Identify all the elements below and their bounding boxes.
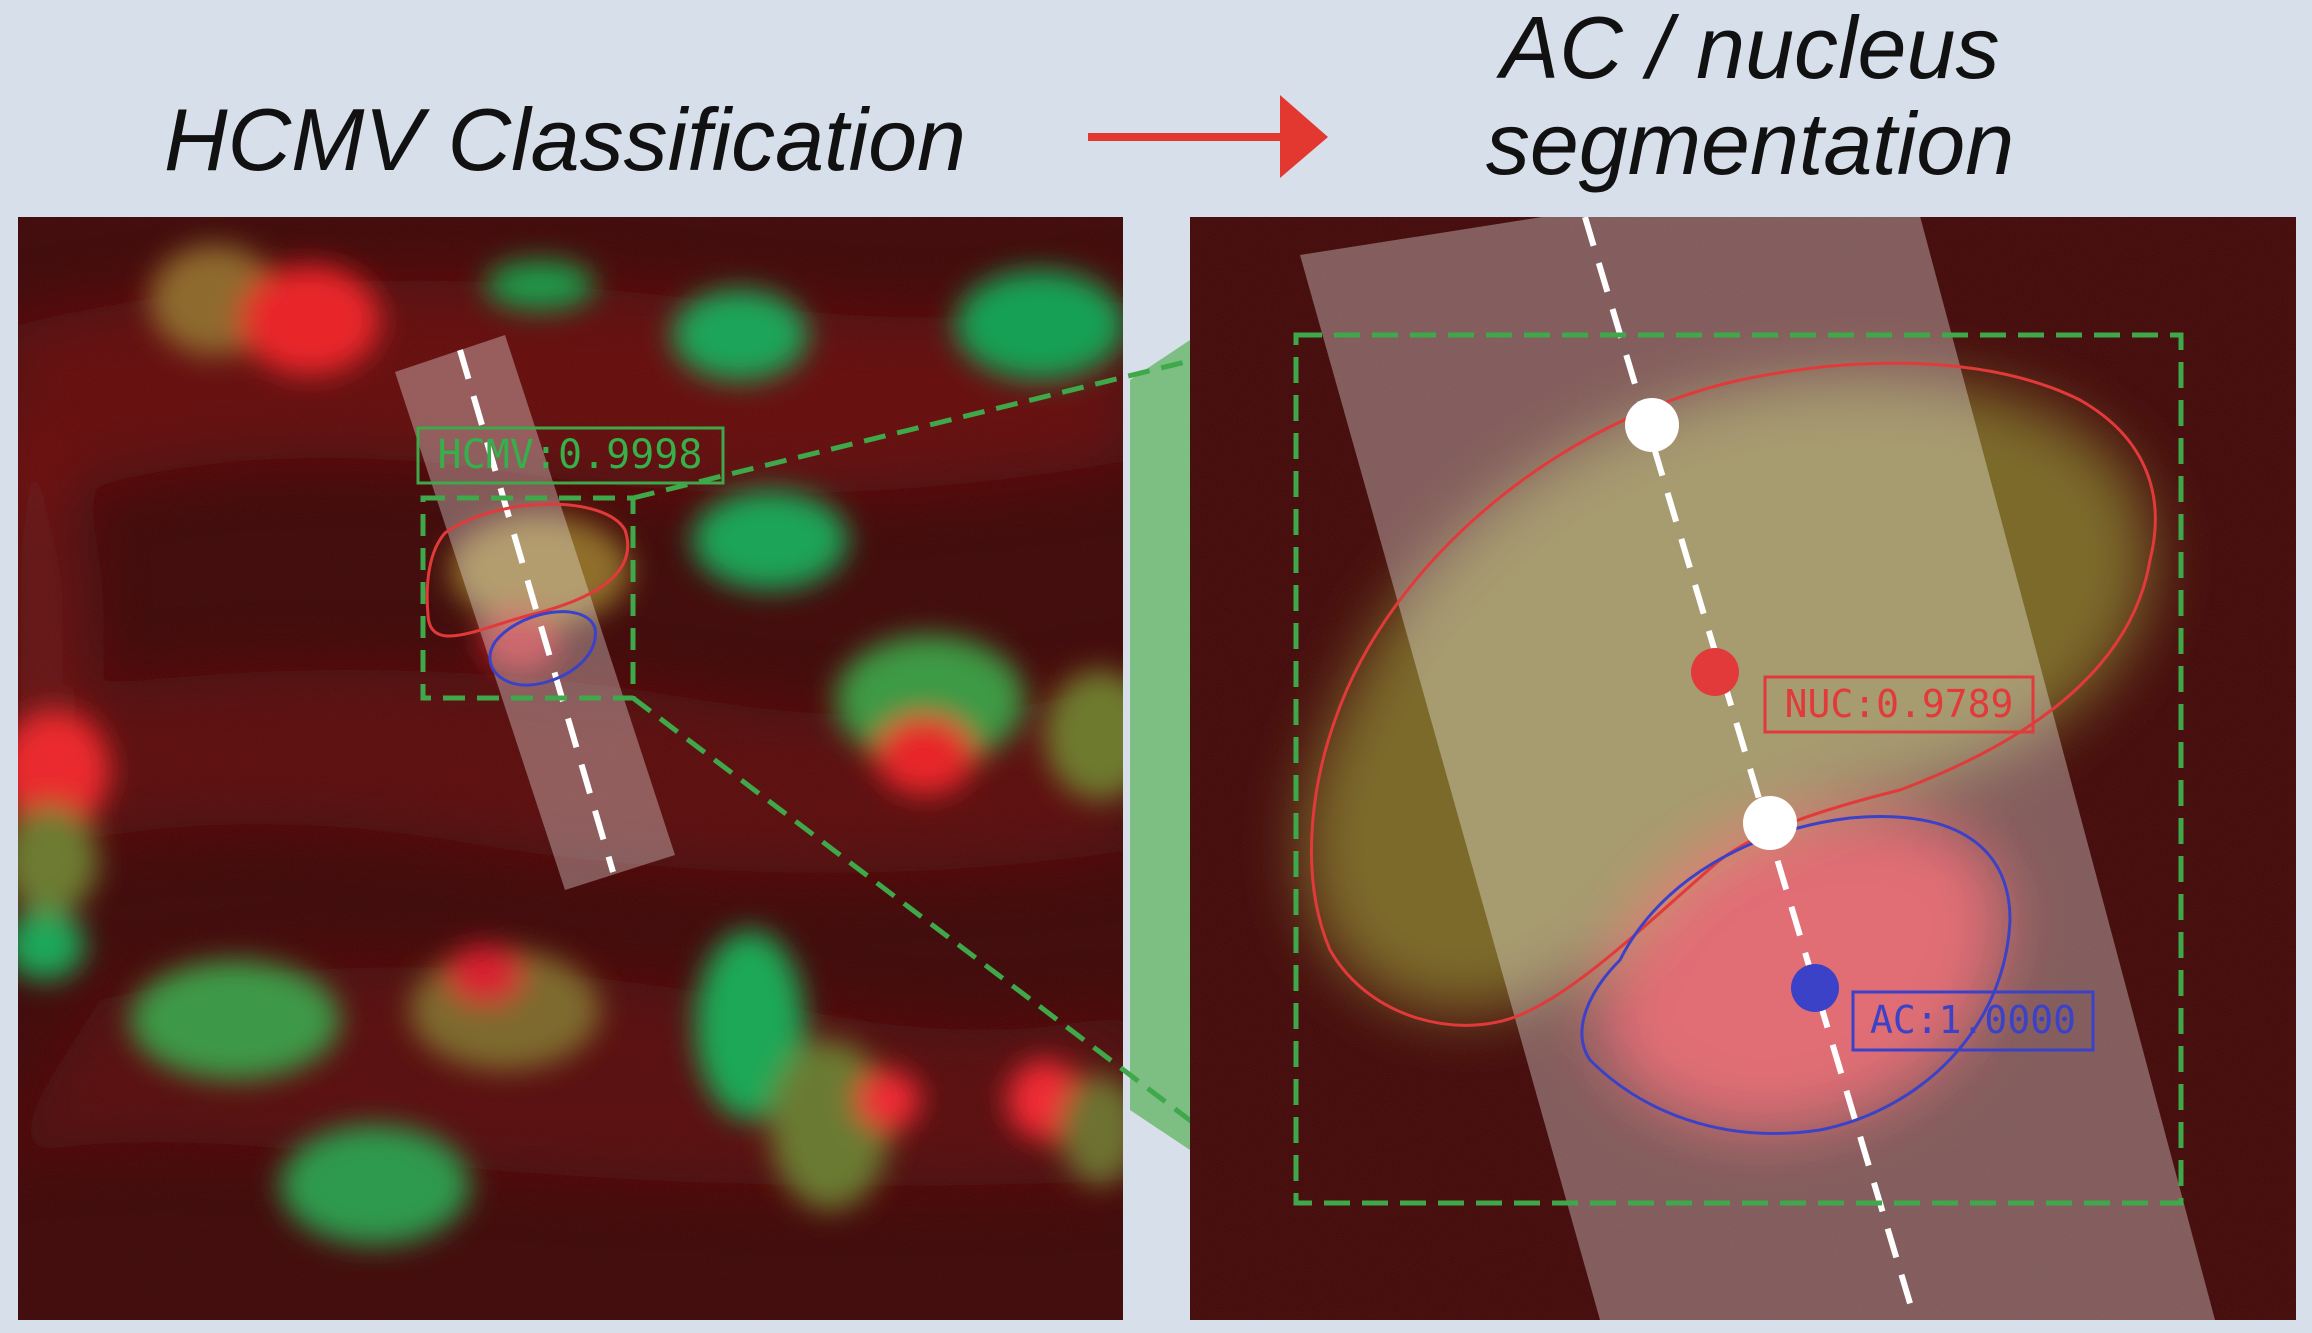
hcmv-label-box	[416, 426, 725, 485]
left-axis-line	[457, 349, 616, 873]
nuc-label-box	[1763, 675, 2035, 734]
right-nucleus-contour	[1310, 361, 2157, 1027]
nucleus-top-point	[1625, 398, 1679, 452]
hcmv-label: HCMV:0.9998	[438, 432, 703, 478]
nucleus-center-point	[1691, 648, 1739, 696]
process-arrow	[1088, 95, 1328, 178]
left-panel-title: HCMV Classification	[164, 90, 966, 189]
right-detection-box	[1293, 332, 2184, 1206]
right-micrograph: NUC:0.9789 AC:1.0000	[1190, 217, 2296, 1320]
left-micrograph: HCMV:0.9998	[18, 217, 1123, 1320]
ac-label: AC:1.0000	[1870, 998, 2076, 1042]
ac-label-box	[1851, 990, 2095, 1052]
zoom-connector	[631, 332, 1297, 1202]
right-title-line-1: AC / nucleus	[1500, 0, 2000, 97]
right-band-overlay	[1300, 217, 2215, 1320]
nuc-label: NUC:0.9789	[1785, 682, 2014, 726]
left-nucleus-contour	[425, 502, 630, 638]
nucleus-ac-boundary-point	[1743, 796, 1797, 850]
right-panel-title: AC / nucleus segmentation	[1370, 0, 2130, 192]
left-detection-box	[420, 495, 636, 701]
right-title-line-2: segmentation	[1485, 94, 2015, 193]
left-ac-contour	[488, 610, 597, 687]
ac-center-point	[1791, 964, 1839, 1012]
